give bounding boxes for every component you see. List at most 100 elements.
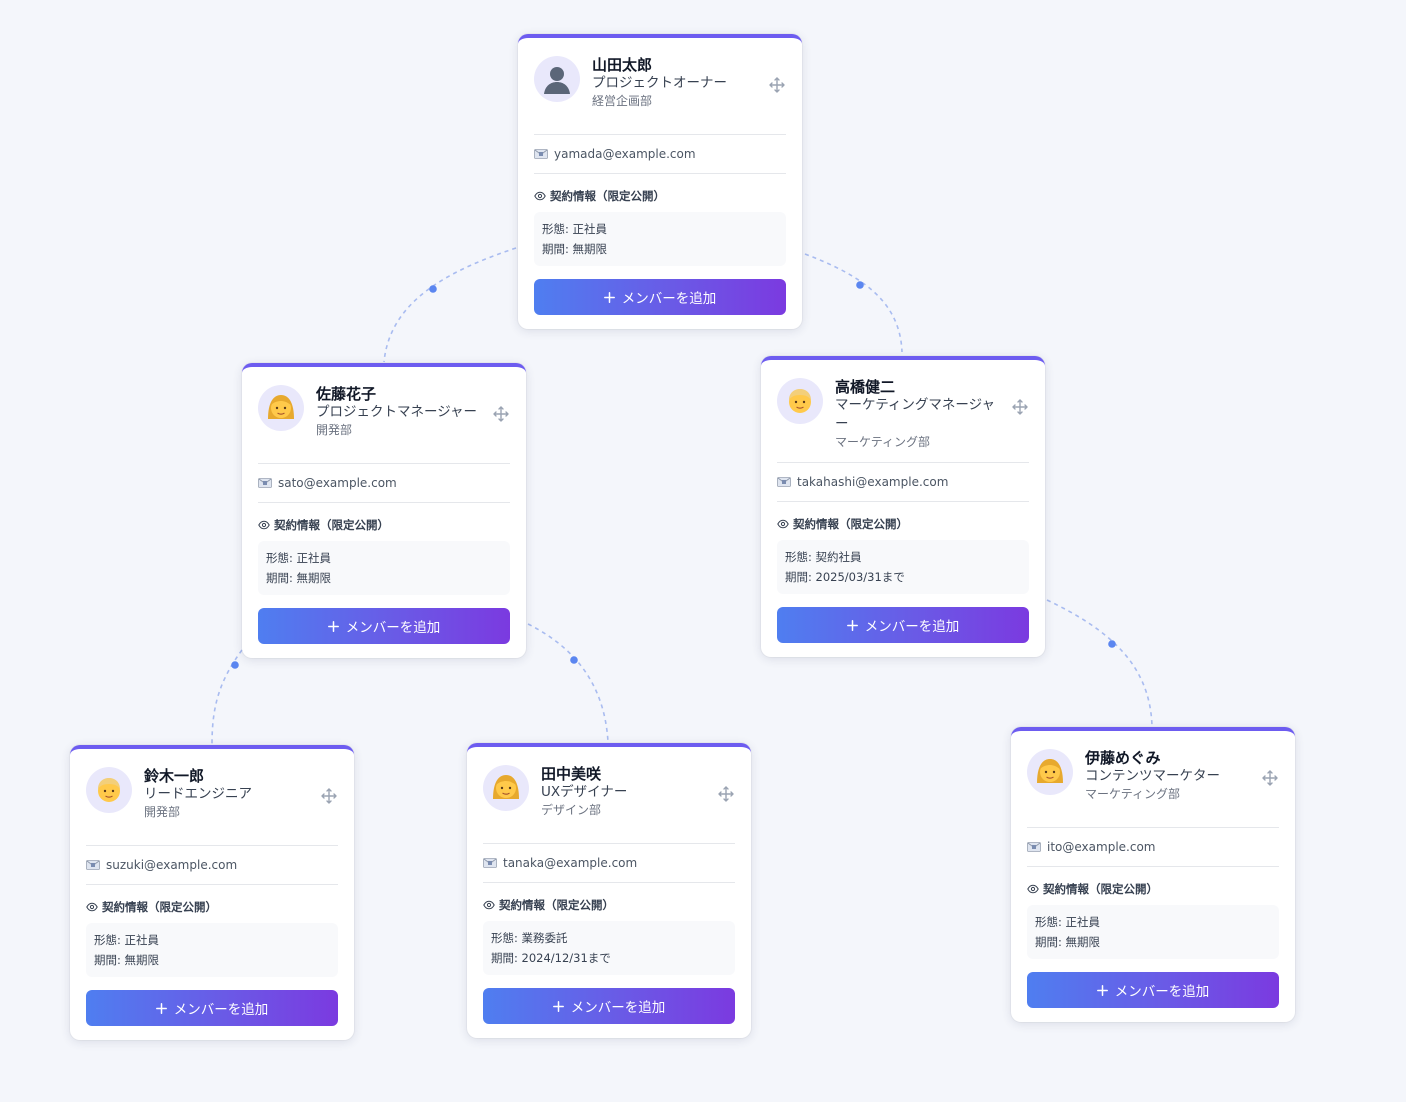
- add-member-label: メンバーを追加: [864, 619, 960, 635]
- contract-title: 契約情報（限定公開）: [86, 885, 338, 915]
- contract-box: 形態: 正社員 期間: 無期限: [86, 923, 338, 977]
- person-silhouette-icon: [544, 67, 570, 94]
- connector-sato-suzuki: [211, 649, 243, 745]
- add-member-button[interactable]: メンバーを追加: [777, 607, 1029, 643]
- member-name: 高橋健二: [835, 378, 896, 396]
- add-member-button[interactable]: メンバーを追加: [534, 279, 786, 315]
- divider: [258, 463, 510, 464]
- email-row: takahashi@example.com: [777, 463, 1029, 501]
- member-role: プロジェクトオーナー: [592, 75, 727, 91]
- contract-type: 形態: 業務委託: [491, 931, 568, 945]
- divider: [534, 173, 786, 174]
- member-email[interactable]: takahashi@example.com: [797, 475, 949, 489]
- divider: [1027, 866, 1279, 867]
- member-name: 田中美咲: [541, 765, 602, 783]
- move-handle-icon[interactable]: [1011, 398, 1029, 416]
- add-member-label: メンバーを追加: [570, 1000, 666, 1016]
- eye-icon: [258, 520, 270, 530]
- card-header: 鈴木一郎 リードエンジニア 開発部: [86, 749, 338, 833]
- contract-period: 期間: 無期限: [1035, 935, 1101, 949]
- member-email[interactable]: tanaka@example.com: [503, 856, 638, 870]
- contract-box: 形態: 正社員 期間: 無期限: [258, 541, 510, 595]
- connector-sato-tanaka: [527, 623, 609, 743]
- contract-title: 契約情報（限定公開）: [1027, 867, 1279, 897]
- avatar: [86, 767, 132, 813]
- mail-icon: [777, 477, 791, 487]
- member-card-sato[interactable]: 佐藤花子 プロジェクトマネージャー 開発部 sato@example.com 契…: [242, 363, 526, 658]
- contract-period: 期間: 無期限: [542, 242, 608, 256]
- contract-title: 契約情報（限定公開）: [258, 503, 510, 533]
- add-member-label: メンバーを追加: [173, 1002, 269, 1018]
- member-email[interactable]: sato@example.com: [278, 476, 397, 490]
- member-card-tanaka[interactable]: 田中美咲 UXデザイナー デザイン部 tanaka@example.com 契約…: [467, 743, 751, 1038]
- card-header: 高橋健二 マーケティングマネージャー マーケティング部: [777, 360, 1029, 450]
- divider: [483, 843, 735, 844]
- add-member-button[interactable]: メンバーを追加: [258, 608, 510, 644]
- mail-icon: [534, 149, 548, 159]
- eye-icon: [86, 902, 98, 912]
- add-member-label: メンバーを追加: [345, 620, 441, 636]
- contract-title: 契約情報（限定公開）: [777, 502, 1029, 532]
- divider: [258, 502, 510, 503]
- mail-icon: [483, 858, 497, 868]
- member-card-ito[interactable]: 伊藤めぐみ コンテンツマーケター マーケティング部 ito@example.co…: [1011, 727, 1295, 1022]
- member-info: 鈴木一郎 リードエンジニア 開発部: [144, 767, 338, 820]
- avatar: [534, 56, 580, 102]
- email-row: ito@example.com: [1027, 828, 1279, 866]
- email-row: suzuki@example.com: [86, 846, 338, 884]
- woman-emoji-icon: [493, 775, 519, 799]
- member-info: 高橋健二 マーケティングマネージャー マーケティング部: [835, 378, 1029, 450]
- contract-title-text: 契約情報（限定公開）: [550, 189, 665, 203]
- plus-icon: [155, 1002, 167, 1014]
- email-row: yamada@example.com: [534, 135, 786, 173]
- move-handle-icon[interactable]: [1261, 769, 1279, 787]
- eye-icon: [534, 191, 546, 201]
- member-role: リードエンジニア: [144, 786, 252, 802]
- add-member-button[interactable]: メンバーを追加: [483, 988, 735, 1024]
- member-card-yamada[interactable]: 山田太郎 プロジェクトオーナー 経営企画部 yamada@example.com…: [518, 34, 802, 329]
- man-emoji-icon: [98, 778, 120, 802]
- move-handle-icon[interactable]: [492, 405, 510, 423]
- mail-icon: [258, 478, 272, 488]
- plus-icon: [846, 619, 858, 631]
- member-role: コンテンツマーケター: [1085, 768, 1220, 784]
- plus-icon: [603, 291, 615, 303]
- contract-box: 形態: 業務委託 期間: 2024/12/31まで: [483, 921, 735, 975]
- member-email[interactable]: ito@example.com: [1047, 840, 1156, 854]
- connector-yamada-sato: [383, 247, 517, 363]
- member-email[interactable]: suzuki@example.com: [106, 858, 238, 872]
- member-dept: 開発部: [144, 805, 181, 819]
- move-handle-icon[interactable]: [768, 76, 786, 94]
- contract-box: 形態: 契約社員 期間: 2025/03/31まで: [777, 540, 1029, 594]
- man-emoji-icon: [789, 389, 811, 413]
- contract-title: 契約情報（限定公開）: [483, 883, 735, 913]
- member-card-takahashi[interactable]: 高橋健二 マーケティングマネージャー マーケティング部 takahashi@ex…: [761, 356, 1045, 657]
- contract-box: 形態: 正社員 期間: 無期限: [1027, 905, 1279, 959]
- avatar: [258, 385, 304, 431]
- member-email[interactable]: yamada@example.com: [554, 147, 696, 161]
- email-row: tanaka@example.com: [483, 844, 735, 882]
- member-role: プロジェクトマネージャー: [316, 404, 478, 420]
- member-info: 佐藤花子 プロジェクトマネージャー 開発部: [316, 385, 510, 438]
- member-card-suzuki[interactable]: 鈴木一郎 リードエンジニア 開発部 suzuki@example.com 契約情…: [70, 745, 354, 1040]
- member-dept: マーケティング部: [1085, 787, 1181, 801]
- divider: [777, 462, 1029, 463]
- connector-takahashi-ito: [1046, 599, 1153, 727]
- move-handle-icon[interactable]: [320, 787, 338, 805]
- add-member-button[interactable]: メンバーを追加: [1027, 972, 1279, 1008]
- contract-period: 期間: 無期限: [94, 953, 160, 967]
- contract-title-text: 契約情報（限定公開）: [274, 518, 389, 532]
- contract-title-text: 契約情報（限定公開）: [793, 517, 908, 531]
- member-info: 山田太郎 プロジェクトオーナー 経営企画部: [592, 56, 786, 109]
- divider: [777, 501, 1029, 502]
- move-handle-icon[interactable]: [717, 785, 735, 803]
- mail-icon: [1027, 842, 1041, 852]
- card-header: 佐藤花子 プロジェクトマネージャー 開発部: [258, 367, 510, 451]
- card-header: 伊藤めぐみ コンテンツマーケター マーケティング部: [1027, 731, 1279, 815]
- contract-title-text: 契約情報（限定公開）: [1043, 882, 1158, 896]
- add-member-button[interactable]: メンバーを追加: [86, 990, 338, 1026]
- member-role: UXデザイナー: [541, 784, 628, 800]
- member-dept: 経営企画部: [592, 94, 653, 108]
- woman-emoji-icon: [1037, 759, 1063, 783]
